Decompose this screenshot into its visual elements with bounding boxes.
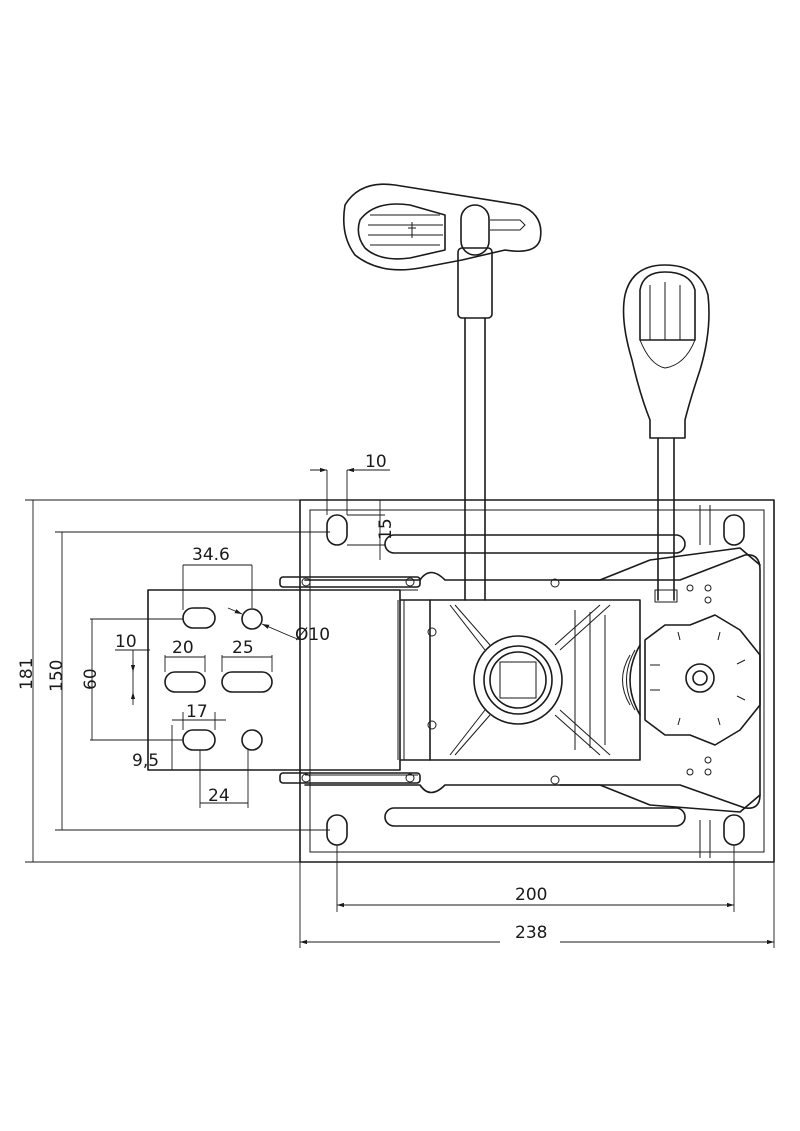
hole-slot-25	[221, 671, 273, 693]
dim-9-5: 9,5	[132, 725, 183, 771]
dim-phi10-label: Ø10	[295, 625, 330, 645]
base-plate	[299, 499, 775, 863]
hole-slot-a	[182, 607, 216, 629]
dim-25-label: 25	[232, 638, 254, 658]
hub-ring	[483, 645, 553, 715]
dim-10-top: 10	[310, 452, 390, 515]
dim-17: 17	[172, 702, 226, 730]
tension-knob	[622, 584, 761, 776]
dim-238-label: 238	[515, 923, 547, 943]
hub-outer	[473, 635, 563, 725]
dim-60-label: 60	[81, 668, 101, 690]
dim-25: 25	[221, 638, 273, 672]
long-slot-top	[384, 534, 686, 554]
dim-15-label: 15	[376, 518, 396, 540]
dim-15: 15	[347, 500, 396, 560]
dim-10-left: 10	[115, 632, 150, 705]
dim-181-label: 181	[17, 658, 37, 690]
dim-150: 150	[47, 531, 330, 831]
long-slot-bottom	[384, 807, 686, 827]
hole-phi10-top	[241, 608, 263, 630]
dim-20-label: 20	[172, 638, 194, 658]
dim-24-label: 24	[208, 786, 230, 806]
slot-top-left	[326, 514, 348, 546]
dim-34-6-label: 34.6	[192, 545, 230, 565]
dim-phi10: Ø10	[227, 607, 330, 645]
dim-200: 200	[336, 845, 735, 912]
dim-60: 60	[81, 618, 183, 741]
outer-frame	[279, 547, 761, 813]
slot-bottom-right	[723, 814, 745, 846]
dim-181: 181	[17, 499, 300, 863]
hole-slot-17	[182, 729, 216, 751]
mechanism-body	[399, 599, 641, 761]
lever-handle-1	[342, 183, 542, 601]
slot-top-right	[723, 514, 745, 546]
dim-34-6: 34.6	[182, 545, 253, 610]
dim-238: 238	[299, 862, 775, 948]
dim-10-top-label: 10	[365, 452, 387, 472]
dim-20: 20	[164, 638, 206, 672]
hole-phi10-bottom	[241, 729, 263, 751]
dim-9-5-label: 9,5	[132, 751, 159, 771]
lever-handle-2	[622, 264, 710, 603]
dim-17-label: 17	[186, 702, 208, 722]
dim-150-label: 150	[47, 660, 67, 692]
hole-slot-20	[164, 671, 206, 693]
seat-plate	[147, 589, 405, 771]
dim-200-label: 200	[515, 885, 547, 905]
dim-10-left-label: 10	[115, 632, 137, 652]
dim-24: 24	[199, 750, 249, 808]
